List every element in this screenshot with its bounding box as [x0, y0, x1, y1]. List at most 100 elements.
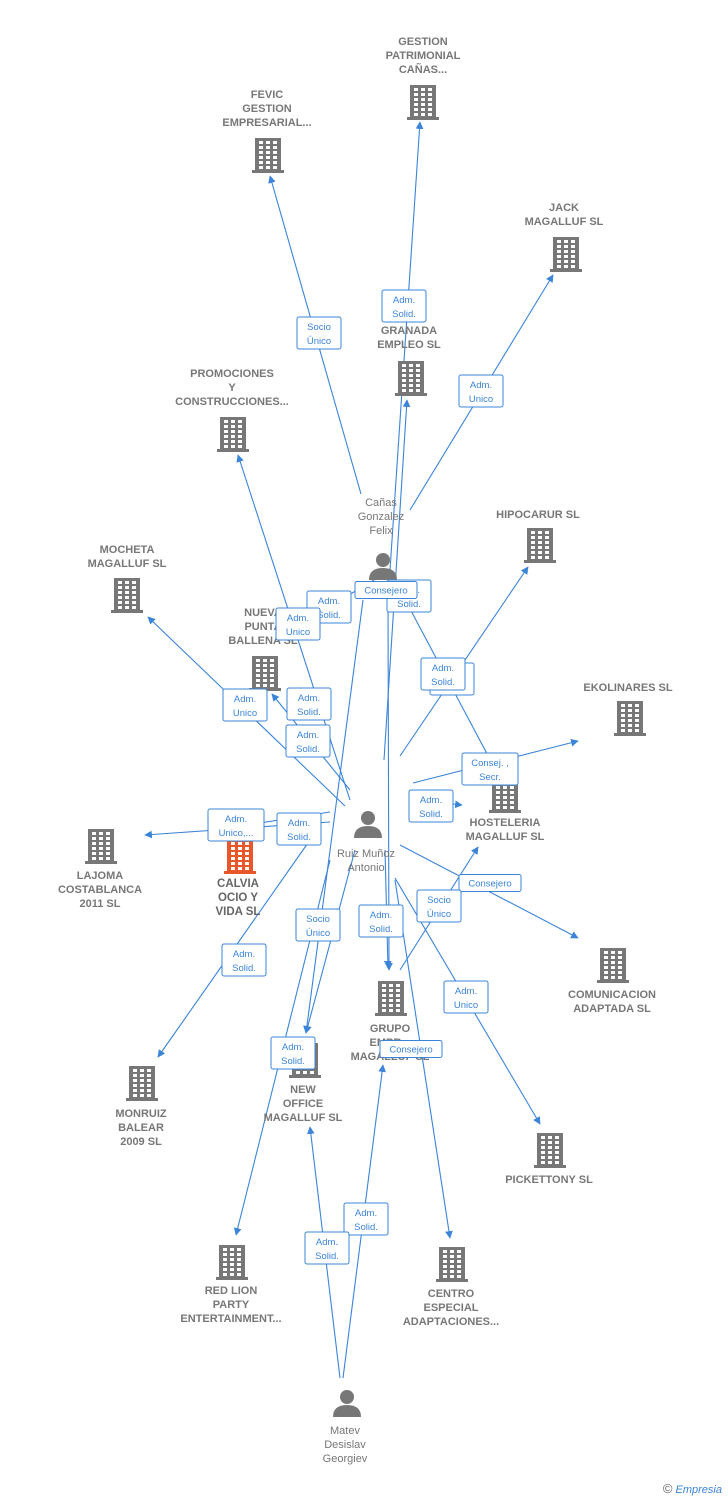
- building-icon[interactable]: [534, 1133, 566, 1168]
- edge-label-antonio-to-promociones[interactable]: Adm.Unico: [275, 607, 321, 641]
- node-fevic[interactable]: FEVICGESTIONEMPRESARIAL...: [222, 89, 312, 173]
- edge-label-box: [358, 904, 404, 938]
- building-icon[interactable]: [216, 1245, 248, 1280]
- node-label-line: 2011 SL: [80, 898, 121, 910]
- edge-label-felix-to-gestion[interactable]: Adm.Solid.: [381, 289, 427, 323]
- edge-label-matev-to-newoffice[interactable]: Adm.Solid.: [304, 1231, 350, 1265]
- building-icon[interactable]: [126, 1066, 158, 1101]
- building-window: [230, 1258, 234, 1261]
- node-ekolinares[interactable]: EKOLINARES SL: [583, 682, 673, 736]
- edge-label-antonio-to-hosteleria[interactable]: Adm.Solid.: [408, 789, 454, 823]
- building-icon[interactable]: [252, 138, 284, 173]
- node-promociones[interactable]: PROMOCIONESYCONSTRUCCIONES...: [175, 368, 289, 452]
- building-window: [541, 1151, 545, 1154]
- building-window: [99, 837, 103, 840]
- edge-label-text: Solid.: [315, 1251, 339, 1262]
- edge-felix-to-gestion: [389, 121, 424, 571]
- node-pickettony[interactable]: PICKETTONY SL: [505, 1133, 593, 1186]
- person-icon[interactable]: [333, 1390, 361, 1417]
- building-window: [273, 166, 277, 169]
- building-window: [428, 98, 432, 101]
- building-window: [263, 674, 267, 677]
- building-icon[interactable]: [436, 1247, 468, 1282]
- building-icon[interactable]: [375, 981, 407, 1016]
- edge-label-text: Adm.: [355, 1208, 377, 1219]
- building-window: [270, 679, 274, 682]
- edge-label-felix-to-grupo[interactable]: Consejero: [354, 581, 418, 599]
- edge-label-felix-to-jack[interactable]: Adm.Unico: [458, 374, 504, 408]
- building-window: [443, 1265, 447, 1268]
- building-window: [548, 1146, 552, 1149]
- edge-label-antonio-to-ekolinares[interactable]: Consej. ,Secr.: [461, 752, 519, 786]
- building-icon[interactable]: [224, 839, 256, 874]
- edge-label-antonio-to-hipocarur[interactable]: Adm.Solid.: [420, 657, 466, 691]
- building-icon[interactable]: [85, 829, 117, 864]
- building-window: [389, 1009, 393, 1012]
- edge-label-antonio-to-pickettony[interactable]: Adm.Unico: [443, 980, 489, 1014]
- node-label-line: CONSTRUCCIONES...: [175, 396, 289, 408]
- edge-label-text: Adm.: [420, 795, 442, 806]
- building-window: [132, 606, 136, 609]
- building-icon[interactable]: [524, 528, 556, 563]
- edge-label-antonio-to-lajoma[interactable]: Adm.Unico,...: [207, 808, 265, 842]
- edge-label-box: [286, 687, 332, 721]
- brand-name[interactable]: Empresia: [675, 1484, 722, 1496]
- edge-label-antonio-to-nueva[interactable]: Adm.Solid.: [286, 687, 332, 721]
- person-icon[interactable]: [354, 811, 382, 838]
- edge-label-text: Consejero: [468, 879, 511, 890]
- building-window: [416, 374, 420, 377]
- building-window: [555, 1146, 559, 1149]
- edge-label-felix-to-newoffice[interactable]: Adm.Solid.: [270, 1036, 316, 1070]
- building-window: [635, 724, 639, 727]
- node-centro[interactable]: CENTROESPECIALADAPTACIONES...: [403, 1247, 499, 1328]
- edge-label-box: [381, 289, 427, 323]
- building-window: [266, 146, 270, 149]
- node-label-line: Felix: [369, 525, 393, 537]
- building-icon[interactable]: [597, 948, 629, 983]
- building-window: [618, 976, 622, 979]
- edge-label-antonio-to-redlion[interactable]: Adm.Solid.: [285, 724, 331, 758]
- building-icon[interactable]: [217, 417, 249, 452]
- building-icon[interactable]: [550, 237, 582, 272]
- node-label-line: HOSTELERIA: [470, 817, 541, 829]
- node-label-line: COMUNICACION: [568, 989, 656, 1001]
- building-window: [564, 265, 568, 268]
- building-icon[interactable]: [407, 85, 439, 120]
- node-gestion[interactable]: GESTIONPATRIMONIALCAÑAS...: [386, 36, 461, 120]
- edge-label-antonio-to-calvia[interactable]: Adm.Solid.: [276, 812, 322, 846]
- building-window: [496, 791, 500, 794]
- node-hipocarur[interactable]: HIPOCARUR SL: [496, 509, 580, 563]
- building-icon[interactable]: [249, 656, 281, 691]
- edge-label-antonio-to-mocheta[interactable]: Adm.Unico: [222, 688, 268, 722]
- edge-label-antonio-to-monruiz[interactable]: Adm.Solid.: [221, 943, 267, 977]
- building-base: [395, 393, 427, 396]
- edge-label-antonio-to-comunicacion[interactable]: Consejero: [458, 874, 522, 892]
- building-window: [635, 714, 639, 717]
- node-redlion[interactable]: RED LIONPARTYENTERTAINMENT...: [180, 1245, 282, 1325]
- edge-label-matev-to-grupo[interactable]: Adm.Solid.: [343, 1202, 389, 1236]
- building-icon[interactable]: [395, 361, 427, 396]
- person-icon[interactable]: [369, 553, 397, 580]
- building-window: [259, 141, 263, 144]
- edge-label-antonio-to-grupo[interactable]: Adm.Solid.: [358, 904, 404, 938]
- building-icon[interactable]: [614, 701, 646, 736]
- node-comunicacion[interactable]: COMUNICACION ADAPTADA SL: [568, 948, 656, 1015]
- edge-label-antonio-to-centro[interactable]: Consejero: [379, 1040, 443, 1058]
- building-icon[interactable]: [111, 578, 143, 613]
- building-window: [443, 1275, 447, 1278]
- node-label-line: ADAPTADA SL: [573, 1003, 651, 1015]
- node-granada[interactable]: ...MGRANADAEMPLEO SL: [377, 311, 441, 396]
